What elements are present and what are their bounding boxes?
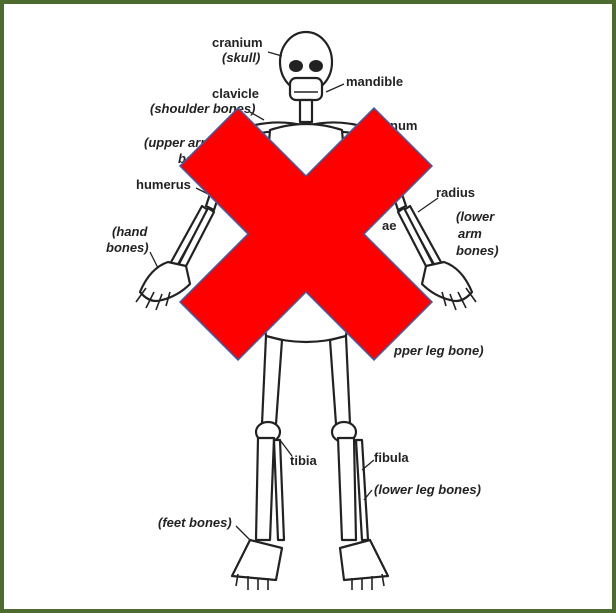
label-skull: (skull) <box>222 50 260 65</box>
left-leg <box>232 336 284 590</box>
label-lower-arm-line2: arm <box>458 226 482 241</box>
label-lower-leg: (lower leg bones) <box>374 482 481 497</box>
label-vertebrae-partial: ae <box>382 218 396 233</box>
label-mandible: mandible <box>346 74 403 89</box>
label-upper-leg-partial: pper leg bone) <box>393 343 484 358</box>
label-feet: (feet bones) <box>158 515 232 530</box>
neck-vertebrae <box>300 100 312 122</box>
label-cranium: cranium <box>212 35 263 50</box>
label-hand-line2: bones) <box>106 240 149 255</box>
label-radius: radius <box>436 185 475 200</box>
label-lower-arm-line3: bones) <box>456 243 499 258</box>
label-hand-line1: (hand <box>112 224 148 239</box>
label-clavicle: clavicle <box>212 86 259 101</box>
label-humerus: humerus <box>136 177 191 192</box>
label-tibia: tibia <box>290 453 317 468</box>
skull <box>280 32 332 100</box>
label-fibula: fibula <box>374 450 409 465</box>
label-lower-arm-line1: (lower <box>456 209 495 224</box>
